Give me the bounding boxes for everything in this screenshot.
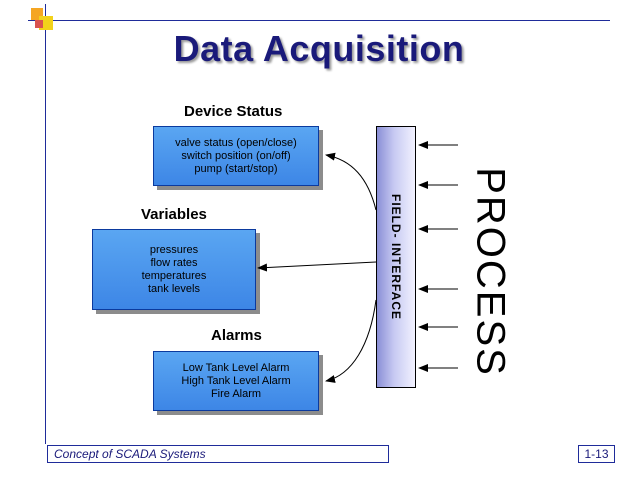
variables-line: tank levels (148, 282, 200, 295)
footer-course-box (47, 445, 389, 463)
variables-heading: Variables (141, 206, 207, 223)
device-status-heading: Device Status (184, 103, 283, 120)
device-status-line: pump (start/stop) (194, 162, 278, 175)
alarms-line: High Tank Level Alarm (181, 374, 291, 387)
alarms-line: Fire Alarm (210, 387, 262, 400)
device-status-box: valve status (open/close) switch positio… (153, 126, 319, 186)
variables-arrow (257, 261, 377, 272)
footer-course-title: Concept of SCADA Systems (54, 447, 206, 461)
variables-box: pressures flow rates temperatures tank l… (92, 229, 256, 310)
slide-title: Data Acquisition (173, 28, 465, 69)
alarms-line: Low Tank Level Alarm (182, 361, 290, 374)
alarms-box: Low Tank Level Alarm High Tank Level Ala… (153, 351, 319, 411)
frame-left-line (45, 4, 46, 444)
device-status-line: switch position (on/off) (181, 149, 291, 162)
variables-line: temperatures (141, 269, 207, 282)
variables-line: pressures (149, 243, 199, 256)
page-number: 1-13 (578, 445, 615, 463)
device-status-line: valve status (open/close) (175, 136, 297, 149)
device-status-arrow (325, 152, 377, 211)
alarms-heading: Alarms (211, 327, 262, 344)
frame-top-line (28, 20, 610, 21)
field-interface-bar (376, 126, 416, 388)
slide-logo (31, 8, 55, 32)
alarms-arrow (325, 299, 377, 383)
variables-line: flow rates (150, 256, 198, 269)
